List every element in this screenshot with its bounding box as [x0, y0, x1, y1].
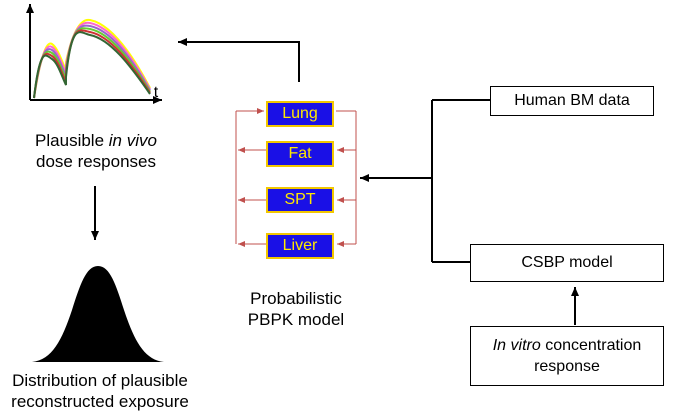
- organ-spt: SPT: [266, 187, 334, 213]
- csbp-model-box: CSBP model: [470, 244, 664, 282]
- pbpk-label-line2: PBPK model: [247, 310, 345, 329]
- dose-responses-label: Plausible in vivo dose responses: [12, 130, 180, 172]
- organ-fat: Fat: [266, 141, 334, 167]
- pbpk-model-label: Probabilistic PBPK model: [226, 288, 366, 330]
- arrow-pbpk-to-plot: [178, 38, 300, 82]
- responses-line1-prefix: Plausible: [35, 131, 109, 150]
- in-vitro-italic: In vitro: [492, 337, 541, 354]
- distribution-label: Distribution of plausible reconstructed …: [0, 370, 200, 412]
- dose-response-curve: [33, 31, 151, 99]
- pbpk-organ-loops: [235, 108, 357, 247]
- pbpk-label-line1: Probabilistic: [250, 289, 342, 308]
- in-vitro-line2: response: [534, 358, 600, 375]
- responses-line2: dose responses: [35, 152, 157, 171]
- dose-response-curves: [33, 18, 151, 99]
- organ-lung: Lung: [266, 101, 334, 127]
- dose-response-plot: [26, 4, 162, 104]
- distribution-line1: Distribution of plausible: [12, 371, 188, 390]
- input-connector: [431, 99, 490, 263]
- organ-liver: Liver: [266, 233, 334, 259]
- distribution-bell-shape: [32, 266, 164, 362]
- human-bm-data-box: Human BM data: [490, 86, 654, 116]
- plot-t-axis-label: t: [153, 84, 159, 101]
- in-vitro-rest: concentration: [540, 337, 642, 354]
- in-vitro-box: In vitro concentration response: [470, 326, 664, 386]
- distribution-line2: reconstructed exposure: [11, 392, 189, 411]
- dose-response-curve: [33, 21, 151, 99]
- responses-in-vivo: in vivo: [108, 131, 157, 150]
